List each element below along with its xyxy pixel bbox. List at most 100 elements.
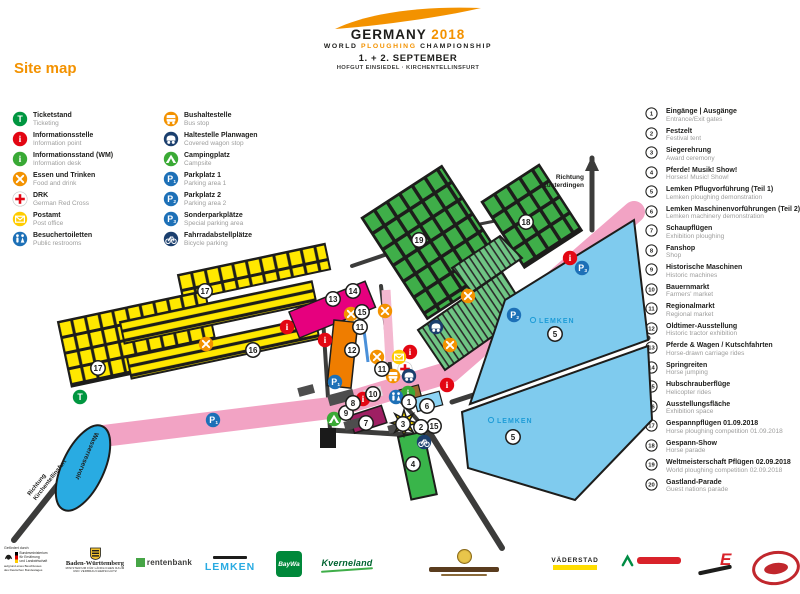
legend-label-de: Fahrradabstellplätze [184, 232, 253, 239]
svg-text:i: i [362, 394, 365, 405]
svg-text:11: 11 [378, 365, 387, 374]
legend-label-de: Sonderparkplätze [184, 212, 243, 219]
svg-text:4: 4 [650, 170, 654, 176]
svg-text:LEMKEN: LEMKEN [497, 418, 533, 425]
map-badge-2: 2 [413, 419, 429, 435]
bus-icon [163, 111, 179, 127]
number-1-icon: 1 [645, 107, 661, 123]
map-badge-6: 6 [419, 398, 435, 414]
number-5-icon: 5 [645, 185, 661, 201]
bw-subtitle-2: UND VERBRAUCHERSCHUTZ [73, 569, 117, 574]
map-marker-i_red: i [439, 377, 455, 393]
svg-text:19: 19 [648, 463, 655, 469]
svg-text:8: 8 [351, 399, 356, 408]
green-gable-icon [621, 554, 634, 567]
svg-text:17: 17 [648, 424, 655, 430]
map-badge-18: 18 [518, 214, 534, 230]
bmel-note-2: des Deutschen Bundestages [4, 567, 43, 572]
svg-text:19: 19 [415, 236, 424, 245]
baywa-wordmark: BayWa [278, 560, 300, 568]
legend-label-en: Exhibition space [666, 408, 714, 416]
bmel-name-3: und Landwirtschaft [19, 559, 48, 563]
svg-text:9: 9 [344, 409, 349, 418]
post-icon [12, 211, 28, 227]
legend-label-de: Ticketstand [33, 112, 72, 119]
legend-label-de: Oldtimer-Ausstellung [666, 322, 738, 330]
rentenbank-wordmark: rentenbank [146, 558, 192, 567]
german-flag-bar [15, 551, 18, 563]
svg-text:13: 13 [648, 346, 655, 352]
sponsor-kverneland-logo: Kverneland [318, 558, 376, 573]
svg-text:8: 8 [650, 248, 654, 254]
sponsor-baywa-logo: BayWa [276, 551, 303, 577]
svg-text:i: i [286, 322, 289, 333]
svg-text:11: 11 [648, 307, 655, 313]
event-dates: 1. + 2. SEPTEMBER [358, 53, 458, 64]
legend-label-en: Award ceremony [666, 154, 715, 162]
svg-text:P: P [510, 310, 516, 320]
svg-text:7: 7 [364, 419, 369, 428]
number-19-icon: 19 [645, 458, 661, 474]
legend-label-de: Schaupflügen [666, 225, 713, 232]
number-7-icon: 7 [645, 224, 661, 240]
bmel-name-1: Bundesministerium [19, 551, 48, 555]
number-4-icon: 4 [645, 165, 661, 182]
number-2-icon: 2 [645, 126, 661, 143]
svg-text:14: 14 [648, 365, 655, 371]
legend-label-en: Parking area 1 [184, 179, 227, 187]
red-e-letter: E [720, 550, 732, 569]
svg-text:7: 7 [650, 229, 653, 235]
legend-label-en: Entrance/Exit gates [666, 115, 723, 123]
number-20-icon: 20 [645, 477, 661, 494]
sponsor-red-seal-logo [749, 547, 800, 589]
legend-label-en: Horse-drawn carriage rides [666, 349, 745, 357]
bw-subtitle-1: MINISTERIUM FÜR LÄNDLICHEN RAUM [65, 566, 125, 570]
event-location: HOFGUT EINSIEDEL · KIRCHENTELLINSFURT [336, 65, 480, 71]
i_red-icon: i [12, 131, 28, 147]
legend-label-de: Ausstellungsfläche [666, 400, 731, 408]
legend-label-de: Gastland-Parade [666, 478, 722, 486]
legend-label-en: Guest nations parade [666, 486, 729, 494]
map-marker-bus [385, 368, 401, 384]
map-badge-11: 11 [374, 361, 390, 377]
legend-label-de: Historische Maschinen [666, 264, 743, 271]
red-seal-core [763, 560, 789, 576]
legend-label-de: Festzelt [666, 127, 693, 135]
map-marker-bike [416, 434, 432, 450]
legend-label-en: World ploughing competition 02.09.2018 [666, 466, 783, 474]
map-badge-7: 7 [358, 415, 374, 431]
legend-label-en: Horse jumping [666, 369, 708, 377]
map-marker-wagon [401, 368, 417, 384]
svg-text:10: 10 [648, 287, 655, 293]
legend-label-de: Bauernmarkt [666, 283, 710, 291]
rentenbank-square-icon [136, 558, 145, 567]
event-subtitle: WORLD PLOUGHING CHAMPIONSHIP [323, 43, 493, 50]
north-arrow-icon [585, 156, 599, 228]
legend-label-de: Gespann-Show [666, 439, 717, 447]
legend-label-de: Bushaltestelle [184, 112, 232, 119]
svg-text:3: 3 [173, 219, 176, 225]
svg-text:13: 13 [329, 295, 338, 304]
legend-label-en: Shop [666, 252, 682, 260]
legend-label-de: Springreiten [666, 361, 708, 369]
bw-title: Baden-Württemberg [65, 560, 125, 567]
svg-text:5: 5 [511, 433, 516, 442]
legend-label-de: Gespannpflügen 01.09.2018 [666, 420, 759, 427]
gold-wordmark-bar-2 [441, 573, 487, 576]
wagon-icon [163, 131, 179, 147]
svg-text:LEMKEN: LEMKEN [539, 318, 575, 325]
map-marker-i_red: i [562, 250, 578, 266]
page-title: Site map [14, 60, 77, 77]
legend-label-de: Weltmeisterschaft Pflügen 02.09.2018 [666, 459, 791, 466]
svg-text:2: 2 [650, 131, 654, 137]
